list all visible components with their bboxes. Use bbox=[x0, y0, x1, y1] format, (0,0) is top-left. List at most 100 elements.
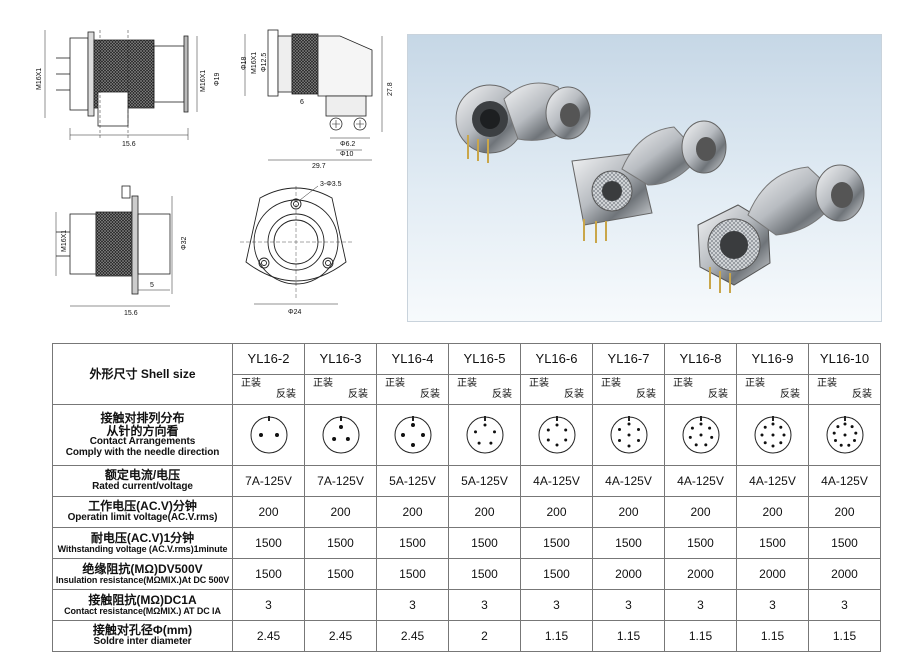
pin-diagram-cell bbox=[808, 404, 881, 466]
pin-diagram-cell bbox=[376, 404, 449, 466]
pin-layout-icon bbox=[466, 416, 503, 454]
flange-length-label: 15.6 bbox=[124, 310, 138, 317]
mount-front-label: 正装 bbox=[745, 378, 765, 389]
flange-thread-label: M16X1 bbox=[61, 230, 68, 252]
ra-thread-label: M16X1 bbox=[251, 52, 258, 74]
withstanding-value: 1500 bbox=[376, 527, 449, 559]
pin-diagram-cell bbox=[592, 404, 665, 466]
withstanding-value: 1500 bbox=[808, 527, 881, 559]
pin-dot bbox=[778, 441, 782, 445]
pin-layout-icon bbox=[610, 416, 647, 454]
mount-front-label: 正装 bbox=[673, 378, 693, 389]
flange-d24-label: Φ24 bbox=[288, 309, 301, 316]
contact-res-value: 3 bbox=[448, 589, 521, 621]
mount-type-cell: 正装反装 bbox=[376, 374, 449, 405]
pin-dot bbox=[699, 422, 702, 426]
pin-dot bbox=[331, 437, 336, 441]
pin-dot bbox=[338, 425, 343, 429]
operating-value: 200 bbox=[664, 496, 737, 528]
connector-panel-nut bbox=[697, 164, 865, 293]
operating-value: 200 bbox=[592, 496, 665, 528]
product-photo bbox=[407, 34, 882, 322]
rated-value: 4A-125V bbox=[520, 465, 593, 497]
pin-dot bbox=[835, 425, 839, 429]
contact-res-value: 3 bbox=[736, 589, 809, 621]
pin-dot bbox=[627, 433, 630, 437]
flange-five-label: 5 bbox=[150, 282, 154, 289]
mount-front-label: 正装 bbox=[457, 378, 477, 389]
operating-value: 200 bbox=[376, 496, 449, 528]
ra-d10-label: Φ10 bbox=[340, 151, 353, 158]
pin-layout-icon bbox=[826, 416, 863, 454]
insulation-value: 2000 bbox=[736, 558, 809, 590]
mount-front-label: 正装 bbox=[313, 378, 333, 389]
insulation-value: 1500 bbox=[448, 558, 521, 590]
rated-value: 7A-125V bbox=[232, 465, 305, 497]
pin-dot bbox=[345, 437, 350, 441]
mount-reverse-label: 反装 bbox=[276, 388, 296, 400]
contact-res-value: 3 bbox=[232, 589, 305, 621]
pin-dot bbox=[492, 430, 496, 434]
withstanding-value: 1500 bbox=[736, 527, 809, 559]
solder-value: 2.45 bbox=[376, 620, 449, 652]
insulation-value: 1500 bbox=[232, 558, 305, 590]
mount-type-cell: 正装反装 bbox=[664, 374, 737, 405]
pin-dot bbox=[617, 439, 621, 442]
ra-length-label: 29.7 bbox=[312, 163, 326, 170]
pin-dot bbox=[778, 425, 782, 429]
contact-res-value: 3 bbox=[592, 589, 665, 621]
insulation-row: 绝缘阻抗(MΩ)DV500V Insulation resistance(MΩM… bbox=[52, 558, 881, 590]
model-header: YL16-5 bbox=[448, 343, 521, 375]
solder-label: 接触对孔径Φ(mm) Soldre inter diameter bbox=[52, 620, 233, 652]
solder-value: 1.15 bbox=[520, 620, 593, 652]
pin-layout-icon bbox=[250, 416, 287, 454]
pin-diagram-cell bbox=[664, 404, 737, 466]
pin-dot bbox=[410, 443, 415, 447]
side-length-label: 15.6 bbox=[122, 141, 136, 148]
pin-dot bbox=[563, 438, 567, 442]
pin-dot bbox=[763, 425, 767, 429]
shell-size-label: 外形尺寸 Shell size bbox=[52, 343, 233, 405]
insulation-value: 1500 bbox=[304, 558, 377, 590]
model-header: YL16-2 bbox=[232, 343, 305, 375]
ra-d19-label: Φ19 bbox=[214, 73, 221, 86]
mount-reverse-label: 反装 bbox=[852, 388, 872, 400]
contact-res-value: 3 bbox=[808, 589, 881, 621]
side-thread-label: M16X1 bbox=[36, 68, 43, 90]
model-header-row: 外形尺寸 Shell size YL16-2 YL16-3 YL16-4 YL1… bbox=[52, 343, 881, 405]
pin-dot bbox=[771, 433, 774, 437]
mount-type-cell: 正装反装 bbox=[736, 374, 809, 405]
solder-value: 1.15 bbox=[664, 620, 737, 652]
mount-front-label: 正装 bbox=[817, 378, 837, 389]
mount-reverse-label: 反装 bbox=[564, 388, 584, 400]
contact-row: 接触对排列分布 从针的方向看 Contact Arrangements Comp… bbox=[52, 404, 881, 466]
insulation-value: 1500 bbox=[520, 558, 593, 590]
mount-type-cell: 正装反装 bbox=[304, 374, 377, 405]
pin-dot bbox=[699, 433, 702, 437]
pin-dot bbox=[546, 438, 550, 442]
withstanding-value: 1500 bbox=[664, 527, 737, 559]
insulation-value: 2000 bbox=[808, 558, 881, 590]
mount-front-label: 正装 bbox=[601, 378, 621, 389]
pin-dot bbox=[555, 443, 558, 447]
mount-row: 正装反装正装反装正装反装正装反装正装反装正装反装正装反装正装反装正装反装 bbox=[53, 374, 881, 405]
mount-reverse-label: 反装 bbox=[420, 388, 440, 400]
pin-dot bbox=[636, 428, 640, 431]
connector-square-flange bbox=[571, 120, 727, 243]
contact-resistance-row: 接触阻抗(MΩ)DC1A Contact resistance(MΩMIX.) … bbox=[52, 589, 881, 621]
operating-value: 200 bbox=[520, 496, 593, 528]
withstanding-label: 耐电压(AC.V)1分钟 Withstanding voltage (AC.V.… bbox=[52, 527, 233, 559]
pin-dot bbox=[843, 422, 846, 426]
pin-dot bbox=[694, 443, 698, 447]
ra-height-label: 27.8 bbox=[387, 82, 394, 96]
contact-res-value bbox=[304, 589, 377, 621]
model-header: YL16-4 bbox=[376, 343, 449, 375]
flange-d32-label: Φ32 bbox=[181, 237, 188, 250]
pin-dot bbox=[853, 431, 857, 435]
contact-res-value: 3 bbox=[376, 589, 449, 621]
pin-dot bbox=[627, 422, 630, 426]
solder-value: 1.15 bbox=[736, 620, 809, 652]
rated-value: 5A-125V bbox=[448, 465, 521, 497]
